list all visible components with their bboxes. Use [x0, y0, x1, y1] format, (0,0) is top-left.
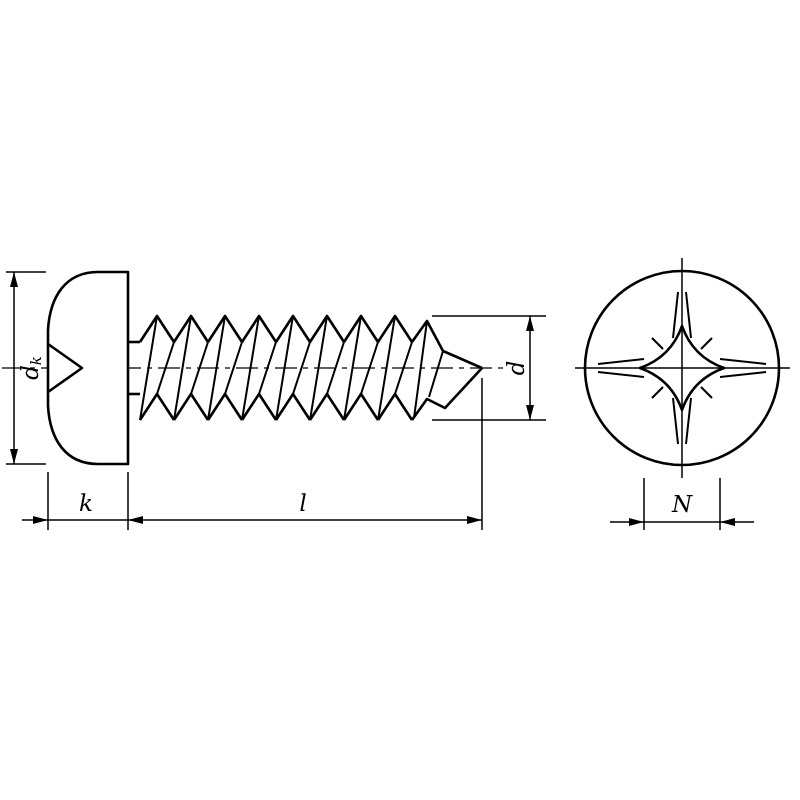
- corner-tick: [700, 337, 713, 350]
- recess-wings: [597, 291, 767, 445]
- wing-line: [597, 358, 645, 365]
- arrowhead-down: [526, 405, 534, 420]
- screw-side-view: [2, 270, 505, 466]
- dimension-head-height: k: [22, 472, 143, 530]
- screw-tip: [410, 319, 483, 421]
- arrowhead-up: [526, 316, 534, 331]
- corner-tick: [651, 337, 664, 350]
- wing-line: [685, 397, 692, 445]
- tip-flank-line: [413, 320, 428, 419]
- wing-line: [672, 397, 679, 445]
- recess-star: [638, 324, 726, 412]
- wing-line: [719, 358, 767, 365]
- arrowhead-up: [10, 272, 18, 287]
- dimension-head-diameter: dk: [6, 271, 46, 465]
- wing-line: [597, 371, 645, 378]
- arrowhead-right: [467, 516, 482, 524]
- dimension-label-dk: dk: [18, 356, 45, 380]
- tip-bottom-edge: [410, 367, 483, 421]
- recess-corner-ticks: [651, 337, 713, 399]
- recess-side-notch: [47, 342, 84, 394]
- wing-line: [719, 371, 767, 378]
- dimension-thread-diameter: d: [432, 315, 546, 421]
- wing-line: [685, 291, 692, 339]
- tip-flank-line: [428, 350, 444, 398]
- arrowhead-left: [720, 518, 735, 526]
- recess-front-view: [575, 258, 790, 478]
- dimension-length: l: [128, 378, 483, 530]
- dimension-label-l: l: [299, 491, 306, 517]
- arrowhead-right: [33, 516, 48, 524]
- head-outline-circle: [583, 269, 781, 467]
- tip-top-edge: [410, 319, 483, 370]
- dimension-label-k: k: [79, 491, 93, 517]
- corner-tick: [651, 386, 664, 399]
- arrowhead-right: [629, 518, 644, 526]
- dimension-label-n: N: [671, 492, 693, 518]
- arrowhead-down: [10, 449, 18, 464]
- dimension-label-d: d: [504, 361, 530, 376]
- wing-line: [672, 291, 679, 339]
- corner-tick: [700, 386, 713, 399]
- dimension-recess-width: N: [610, 478, 754, 530]
- screw-head-outline: [46, 270, 130, 466]
